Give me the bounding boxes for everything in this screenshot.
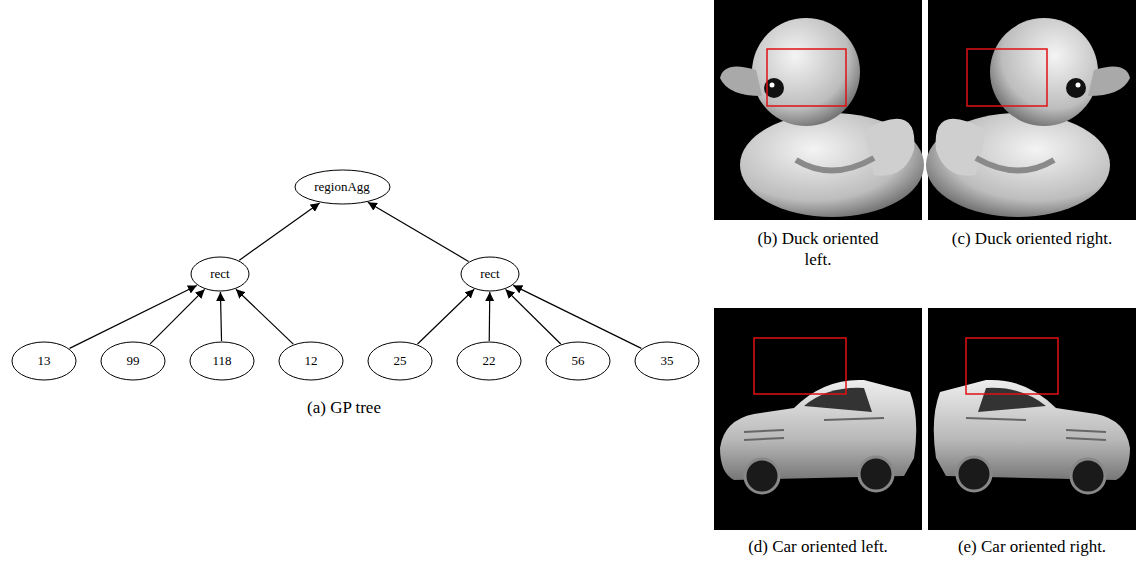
node-label: 25 — [394, 354, 407, 368]
subfigure-caption: (b) Duck oriented left. — [756, 228, 881, 271]
tree-edge — [489, 292, 491, 341]
subfigure-caption: (d) Car oriented left. — [738, 536, 898, 557]
tree-edge — [418, 289, 475, 344]
tree-edge — [506, 289, 561, 344]
terminal-ellipse: 118 — [189, 341, 255, 381]
node-label: rect — [210, 267, 229, 281]
node-label: rect — [480, 267, 499, 281]
tree-edge — [220, 292, 221, 341]
terminal-ellipse: 22 — [456, 341, 522, 381]
root-ellipse: regionAgg — [294, 169, 391, 205]
node-label: 22 — [483, 354, 496, 368]
subfigure-caption: (e) Car oriented right. — [947, 536, 1117, 557]
subfigure-caption: (a) GP tree — [234, 397, 454, 418]
node-label: 12 — [305, 354, 318, 368]
node-label: 35 — [661, 354, 674, 368]
tree-edge — [368, 202, 469, 261]
function-ellipse: rect — [460, 256, 520, 292]
node-label: 118 — [212, 354, 231, 368]
tree-edge — [513, 285, 641, 348]
terminal-ellipse: 12 — [278, 341, 344, 381]
terminal-ellipse: 56 — [545, 341, 611, 381]
node-label: regionAgg — [314, 180, 370, 194]
terminal-ellipse: 35 — [634, 341, 700, 381]
terminal-ellipse: 99 — [100, 341, 166, 381]
terminal-ellipse: 13 — [11, 341, 77, 381]
tree-edge — [236, 289, 293, 344]
subfigure-caption: (c) Duck oriented right. — [947, 228, 1117, 249]
node-label: 99 — [127, 354, 140, 368]
tree-edge — [239, 203, 319, 260]
tree-edge — [150, 289, 204, 343]
node-label: 13 — [38, 354, 51, 368]
terminal-ellipse: 25 — [367, 341, 433, 381]
node-label: 56 — [572, 354, 585, 368]
function-ellipse: rect — [190, 256, 250, 292]
